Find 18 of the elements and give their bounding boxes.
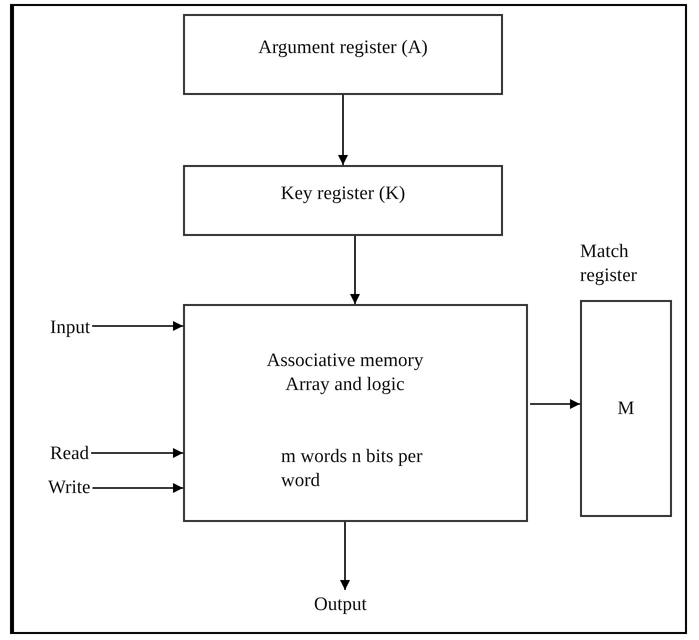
signal-label: Write xyxy=(48,476,90,500)
signal-label: Input xyxy=(50,316,90,340)
register-label: M xyxy=(618,396,634,420)
arrow xyxy=(338,95,348,165)
arrow xyxy=(92,483,183,493)
register-box: Argument register (A) xyxy=(183,14,503,95)
signal-label: Output xyxy=(314,593,367,617)
arrow xyxy=(91,448,183,458)
arrow xyxy=(530,399,580,409)
arrow xyxy=(340,522,350,590)
memory-size: m words n bits per word xyxy=(281,445,424,493)
signal-label: Read xyxy=(50,442,90,466)
memory-array-box xyxy=(183,304,528,522)
memory-title: Associative memory Array and logic xyxy=(266,349,424,397)
arrow xyxy=(92,321,183,331)
register-heading: Match register xyxy=(580,240,638,288)
register-box: Key register (K) xyxy=(183,165,503,236)
arrow xyxy=(350,236,360,304)
